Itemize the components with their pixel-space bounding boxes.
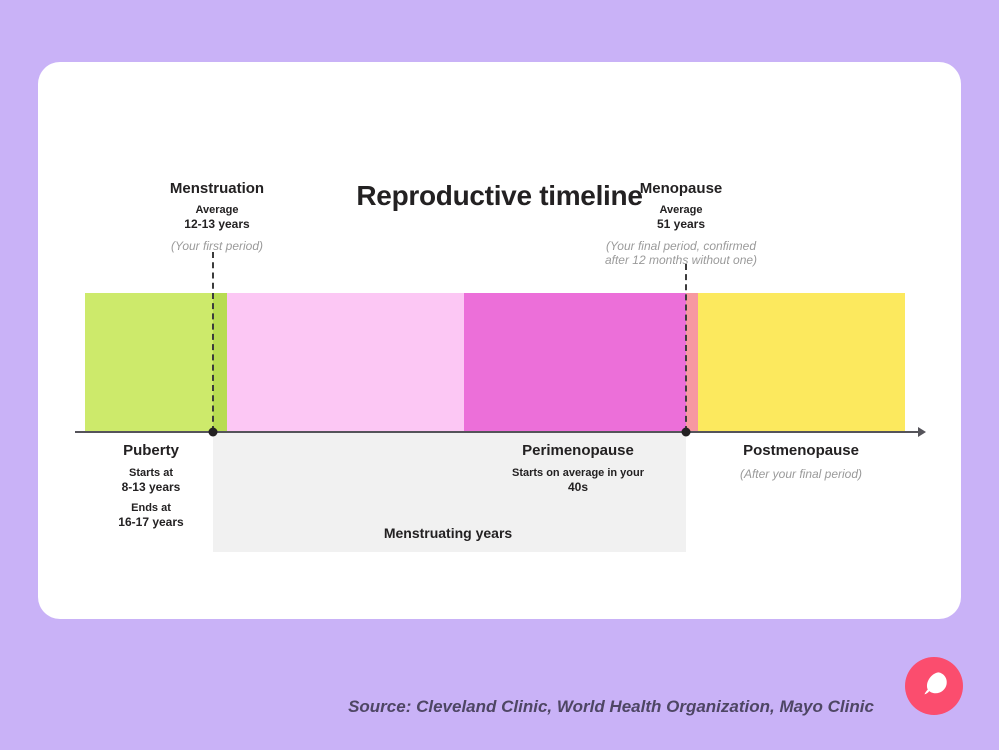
puberty-start-value: 8-13 years [121,480,181,494]
infographic-card: Reproductive timeline Menstruation Avera… [38,62,961,619]
menstruation-average-label: Average [195,204,239,216]
perimenopause-sub-value: 40s [567,480,589,494]
perimenopause-title: Perimenopause [522,442,634,459]
menopause-note: (Your final period, confirmed after 12 m… [604,239,758,267]
puberty-end-label: Ends at [131,502,171,514]
postmenopause-note: (After your final period) [739,467,863,481]
menstruation-title: Menstruation [169,180,265,197]
timeline-segment-postmenopause [698,293,905,432]
timeline-segment-menstruating-years [227,293,464,432]
menstruation-average-value: 12-13 years [184,217,250,231]
source-citation: Source: Cleveland Clinic, World Health O… [348,697,874,716]
menstruating-years-region [213,433,686,552]
timeline-segment-puberty-menstruation-overlap [213,293,227,432]
page-title: Reproductive timeline [356,180,643,211]
postmenopause-stage: Postmenopause (After your final period) [740,442,862,481]
menopause-average-label: Average [659,204,703,216]
menopause-marker: Menopause Average 51 years (Your final p… [605,180,757,267]
timeline-segment-menopause-overlap [686,293,698,432]
puberty-start-label: Starts at [128,467,174,479]
menopause-dot [681,427,691,437]
perimenopause-sub-label: Starts on average in your [511,467,645,479]
postmenopause-title: Postmenopause [743,442,859,459]
menstruation-dot [208,427,218,437]
timeline-segment-puberty [85,293,213,432]
flo-logo [905,657,963,715]
menopause-dashed-line [685,264,687,432]
menopause-title: Menopause [639,180,723,197]
menstruating-years-label: Menstruating years [383,525,513,541]
puberty-end-value: 16-17 years [118,515,184,529]
menstruation-dashed-line [212,252,214,432]
axis-arrow-icon [918,427,926,437]
puberty-title: Puberty [123,442,179,459]
menstruation-note: (Your first period) [170,239,264,253]
menopause-average-value: 51 years [656,217,706,231]
timeline-axis [75,431,920,433]
timeline-bars [85,293,905,432]
menstruation-marker: Menstruation Average 12-13 years (Your f… [170,180,264,253]
feather-icon [917,667,951,706]
puberty-stage: Puberty Starts at 8-13 years Ends at 16-… [118,442,183,529]
timeline-segment-perimenopause [464,293,686,432]
perimenopause-stage: Perimenopause Starts on average in your … [512,442,644,494]
